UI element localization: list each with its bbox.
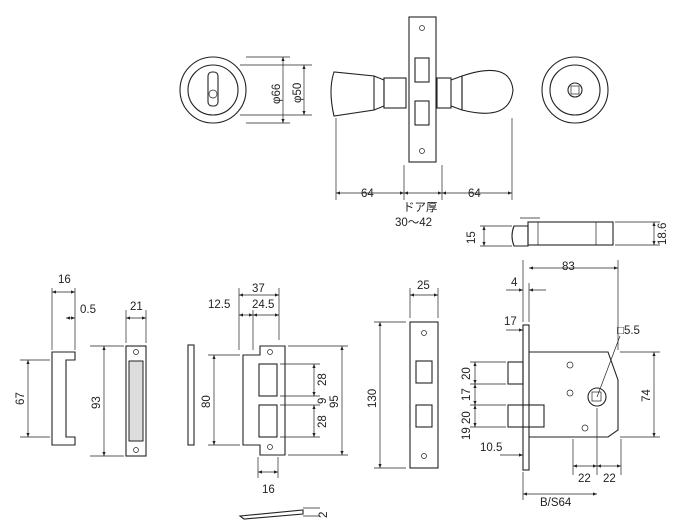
dim-knob-64-left: 64 xyxy=(361,188,374,200)
dim-25: 25 xyxy=(417,280,430,292)
dim-10-5: 10.5 xyxy=(480,442,502,454)
dim-20-bottom: 20 xyxy=(461,411,473,424)
dim-130: 130 xyxy=(367,389,379,408)
dim-74: 74 xyxy=(641,389,653,402)
dim-12-5: 12.5 xyxy=(208,299,230,311)
lock-case-side: 83 4 17 20 17 20 19 10.5 74 □5.5 xyxy=(461,260,660,509)
strike-box: 37 12.5 24.5 80 28 9 28 95 16 2 xyxy=(187,283,348,520)
dim-0-5: 0.5 xyxy=(80,304,96,316)
thumb-turn-escutcheon xyxy=(179,56,247,124)
knob-side-view xyxy=(330,16,609,163)
escutcheon-diameter-dims: φ66 φ50 xyxy=(240,56,312,124)
dim-22-left: 22 xyxy=(578,473,591,485)
knob-dims: 64 64 ドア厚 30～42 xyxy=(335,118,513,229)
dim-16-box: 16 xyxy=(262,484,275,496)
dim-20-top: 20 xyxy=(461,367,473,380)
dim-37: 37 xyxy=(252,283,265,295)
dim-4: 4 xyxy=(511,277,518,289)
dim-95: 95 xyxy=(329,395,341,408)
dim-67: 67 xyxy=(15,392,27,405)
latch-bolt: 15 18.6 xyxy=(466,217,669,247)
dim-backset: B/S64 xyxy=(540,497,572,509)
dim-17-top: 17 xyxy=(504,316,517,328)
door-thickness-label: ドア厚 xyxy=(403,201,438,214)
dim-83: 83 xyxy=(562,261,575,273)
dim-2: 2 xyxy=(318,512,330,518)
dim-phi50: φ50 xyxy=(292,83,304,103)
dim-square-5-5: □5.5 xyxy=(617,325,640,337)
dim-22-right: 22 xyxy=(603,473,616,485)
dim-knob-64-right: 64 xyxy=(468,188,481,200)
door-thickness-range: 30～42 xyxy=(395,217,432,229)
dim-16-strike: 16 xyxy=(58,274,71,286)
dim-28-bottom: 28 xyxy=(317,415,329,428)
dim-9: 9 xyxy=(317,398,329,404)
dim-80: 80 xyxy=(201,395,213,408)
dim-18-6: 18.6 xyxy=(657,223,669,245)
strike-plate-side: 16 0.5 67 xyxy=(15,274,96,446)
dim-15: 15 xyxy=(466,231,478,244)
strike-plate-front: 21 93 xyxy=(90,301,147,457)
dim-28-top: 28 xyxy=(317,373,329,386)
dim-21: 21 xyxy=(130,301,143,313)
dim-93: 93 xyxy=(91,396,103,409)
dim-17-mid: 17 xyxy=(461,388,473,401)
dim-phi66: φ66 xyxy=(271,84,283,104)
lock-front-plate: 25 130 xyxy=(367,280,439,469)
dim-19: 19 xyxy=(461,427,473,440)
dim-24-5: 24.5 xyxy=(252,299,274,311)
